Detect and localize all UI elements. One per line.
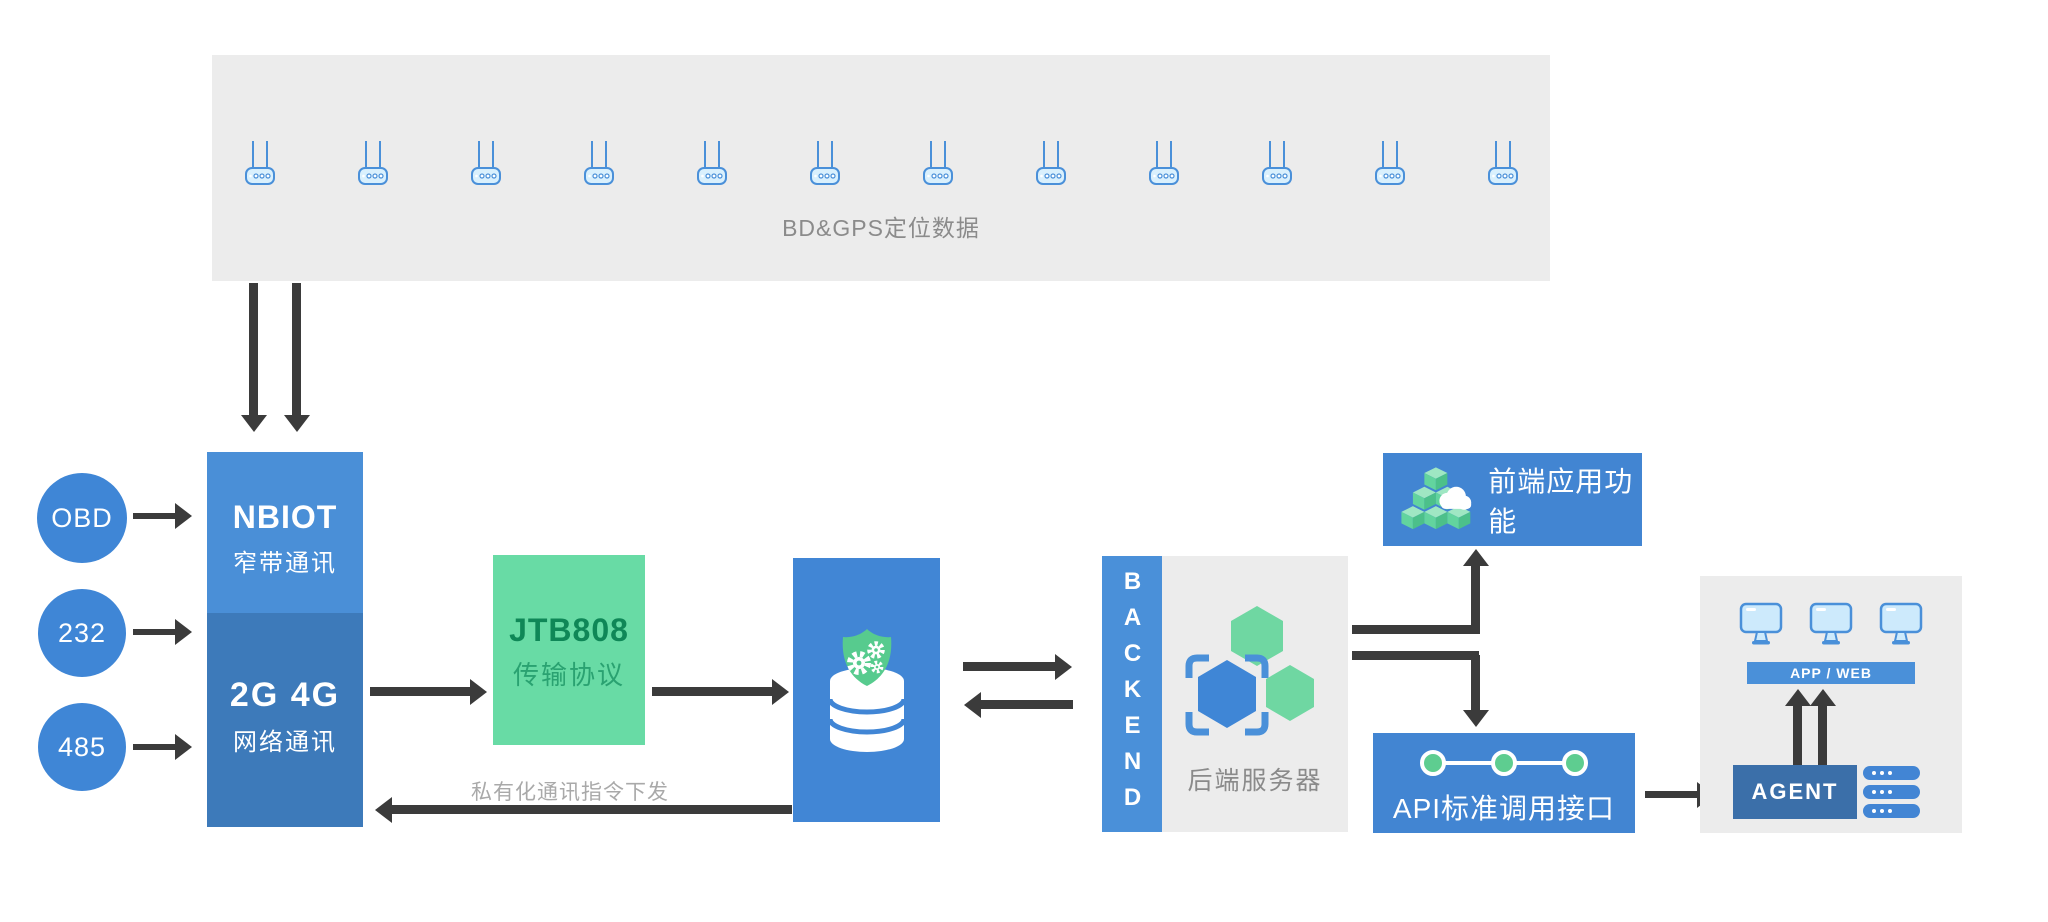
router-icon bbox=[1261, 141, 1292, 185]
monitor-row bbox=[1700, 602, 1962, 646]
input-circle-485: 485 bbox=[38, 703, 126, 791]
arrow-obd-to-gateway bbox=[133, 513, 175, 519]
router-icon bbox=[1035, 141, 1066, 185]
monitor-icon bbox=[1879, 602, 1923, 645]
app-web-bar: APP / WEB bbox=[1747, 662, 1915, 684]
backend-vertical-label: BACKEND bbox=[1119, 568, 1146, 820]
router-icon bbox=[470, 141, 501, 185]
cloud-icon bbox=[1439, 486, 1472, 510]
input-label: OBD bbox=[51, 502, 113, 533]
gateway-cellular-section: 2G 4G 网络通讯 bbox=[207, 613, 363, 827]
protocol-title: JTB808 bbox=[509, 612, 629, 648]
arrow-backend-to-api bbox=[1471, 655, 1480, 710]
input-label: 485 bbox=[57, 731, 107, 762]
arrow-storage-to-backend bbox=[963, 662, 1055, 671]
device-panel-label: BD&GPS定位数据 bbox=[782, 215, 980, 241]
shield-gears-database-icon bbox=[827, 629, 906, 752]
agent-box: AGENT bbox=[1733, 765, 1857, 819]
arrow-gateway-to-protocol bbox=[370, 687, 470, 696]
backend-caption: 后端服务器 bbox=[1187, 767, 1323, 795]
arrow-devices-to-gateway-1 bbox=[249, 283, 258, 415]
api-nodes-icon bbox=[1420, 750, 1588, 776]
connector-backend-right-upper bbox=[1352, 625, 1479, 634]
input-label: 232 bbox=[57, 617, 107, 648]
router-icon bbox=[244, 141, 275, 185]
gateway-cellular-title: 2G 4G bbox=[229, 676, 341, 714]
device-panel: BD&GPS定位数据 bbox=[212, 55, 1550, 281]
gateway-box: NBIOT 窄带通讯 2G 4G 网络通讯 bbox=[207, 452, 363, 827]
arrow-protocol-to-storage bbox=[652, 687, 772, 696]
gateway-nbiot-section: NBIOT 窄带通讯 bbox=[207, 452, 363, 613]
downlink-label: 私有化通讯指令下发 bbox=[471, 781, 669, 804]
protocol-subtitle: 传输协议 bbox=[512, 660, 625, 690]
router-icon bbox=[1374, 141, 1405, 185]
connector-backend-right-lower bbox=[1352, 651, 1479, 660]
server-rack-icon bbox=[1863, 804, 1920, 818]
storage-box bbox=[793, 558, 940, 822]
arrow-232-to-gateway bbox=[133, 629, 175, 635]
client-panel: APP / WEB AGENT bbox=[1700, 576, 1962, 833]
router-icon bbox=[1148, 141, 1179, 185]
input-circle-obd: OBD bbox=[37, 473, 127, 563]
backend-strip: BACKEND bbox=[1102, 556, 1162, 832]
agent-label: AGENT bbox=[1751, 779, 1839, 804]
backend-panel: 后端服务器 bbox=[1162, 556, 1348, 832]
router-icon bbox=[809, 141, 840, 185]
gateway-nbiot-subtitle: 窄带通讯 bbox=[233, 550, 337, 577]
arrow-agent-to-appweb-2 bbox=[1818, 706, 1827, 765]
arrow-api-to-agent bbox=[1645, 791, 1697, 798]
hexagon-cluster-icon bbox=[1185, 606, 1314, 736]
arrow-devices-to-gateway-2 bbox=[292, 283, 301, 415]
router-icon bbox=[357, 141, 388, 185]
frontend-box: 前端应用功能 bbox=[1383, 453, 1642, 546]
cube bbox=[1424, 466, 1448, 490]
router-icon bbox=[1487, 141, 1518, 185]
monitor-icon bbox=[1809, 602, 1853, 645]
router-icon bbox=[922, 141, 953, 185]
arrow-agent-to-appweb-1 bbox=[1793, 706, 1802, 765]
frontend-label: 前端应用功能 bbox=[1488, 465, 1634, 537]
api-box: API标准调用接口 bbox=[1373, 733, 1635, 833]
gateway-cellular-subtitle: 网络通讯 bbox=[233, 729, 337, 756]
cubes-cloud-icon bbox=[1401, 466, 1472, 529]
arrow-backend-to-frontend bbox=[1471, 566, 1480, 634]
input-circle-232: 232 bbox=[38, 589, 126, 677]
arrow-backend-to-storage bbox=[981, 700, 1073, 709]
router-row bbox=[212, 139, 1550, 187]
router-icon bbox=[696, 141, 727, 185]
router-icon bbox=[583, 141, 614, 185]
protocol-box: JTB808 传输协议 bbox=[493, 555, 645, 745]
arrow-485-to-gateway bbox=[133, 744, 175, 750]
app-web-label: APP / WEB bbox=[1790, 665, 1872, 681]
server-rack-icon bbox=[1863, 785, 1920, 799]
server-rack-icon bbox=[1863, 766, 1920, 780]
gateway-nbiot-title: NBIOT bbox=[232, 499, 338, 535]
monitor-icon bbox=[1739, 602, 1783, 645]
arrow-storage-to-gateway-downlink bbox=[392, 805, 792, 814]
api-label: API标准调用接口 bbox=[1392, 793, 1616, 824]
